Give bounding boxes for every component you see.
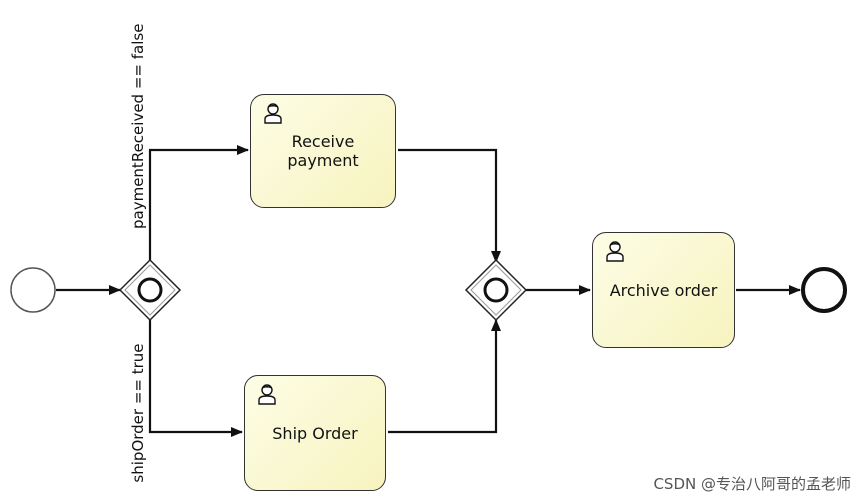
join-gateway[interactable] [464,258,528,322]
task-ship-order[interactable]: Ship Order [244,375,386,491]
watermark: CSDN @专治八阿哥的孟老师 [653,475,851,493]
flow-ship-order-to-join[interactable] [388,319,501,434]
start-event[interactable] [10,267,56,313]
user-icon [264,103,282,124]
condition-ship-order-true: shipOrder == true [129,343,147,483]
task-receive-payment[interactable]: Receive payment [250,94,396,208]
end-event[interactable] [801,267,847,313]
user-icon [606,241,624,262]
task-archive-order-label: Archive order [609,280,718,300]
condition-payment-received-false: paymentReceived == false [129,23,147,229]
flow-split-to-receive-payment[interactable] [148,145,249,260]
task-archive-order[interactable]: Archive order [592,232,735,348]
task-receive-payment-line2: payment [287,151,359,170]
task-ship-order-label: Ship Order [272,423,358,443]
task-receive-payment-line1: Receive [291,132,355,151]
flow-split-to-ship-order[interactable] [148,320,243,437]
split-gateway[interactable] [118,258,182,322]
flow-receive-payment-to-join[interactable] [398,148,501,263]
user-icon [258,384,276,405]
